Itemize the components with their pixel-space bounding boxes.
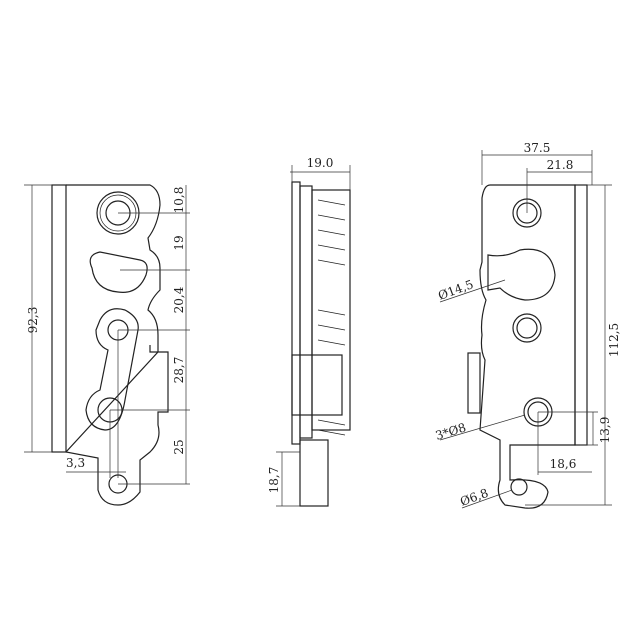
dim-tab-height: 18,7 xyxy=(267,467,281,494)
dim-tail-hole: Ø6,8 xyxy=(458,486,490,509)
dim-hole-x: 18,6 xyxy=(550,457,577,471)
dim-19: 19 xyxy=(172,235,186,250)
dim-slot-diameter: Ø14,5 xyxy=(436,277,475,303)
dim-thickness: 19.0 xyxy=(307,156,334,170)
side-view: 19.0 18,7 xyxy=(267,156,351,507)
dim-28-7: 28,7 xyxy=(172,357,186,384)
dim-holes: 3*Ø8 xyxy=(434,420,468,442)
dim-hole-offset: 21.8 xyxy=(547,158,574,172)
dim-width: 37.5 xyxy=(524,141,551,155)
dim-25: 25 xyxy=(172,439,186,454)
left-view: 92,3 10,8 19 20,4 28,7 25 3,3 xyxy=(24,184,190,506)
dim-10-8: 10,8 xyxy=(172,187,186,214)
dim-overall-height: 92,3 xyxy=(26,307,40,334)
right-view: 37.5 21.8 112,5 Ø14,5 3*Ø8 13,9 18,6 Ø6,… xyxy=(434,141,621,509)
dim-20-4: 20,4 xyxy=(172,286,186,313)
dim-overall-height-right: 112,5 xyxy=(607,323,621,357)
dim-3-3: 3,3 xyxy=(66,456,85,470)
dim-hole-height: 13,9 xyxy=(598,417,612,444)
